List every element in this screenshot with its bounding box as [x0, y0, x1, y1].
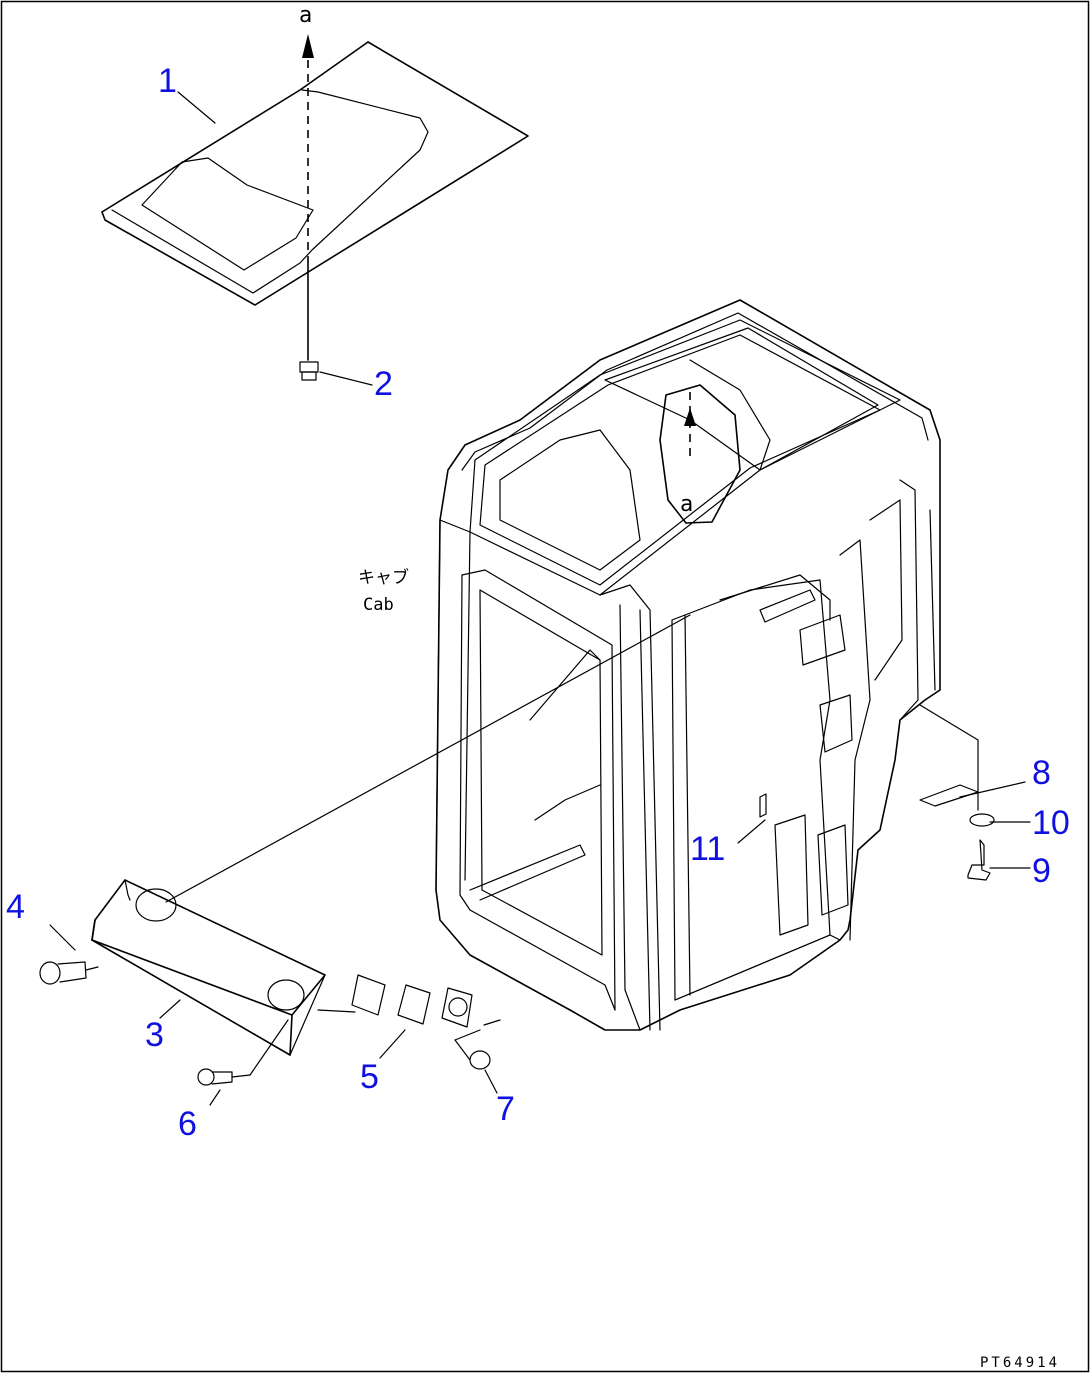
callout-3: 3: [145, 1016, 164, 1054]
cab-label-jp: キャブ: [358, 567, 409, 588]
screw-part-6: [197, 1068, 233, 1086]
cap-part-7: [469, 1050, 491, 1070]
screw-part-4: [39, 961, 99, 985]
ref-label-top: a: [299, 3, 312, 28]
speaker-panel-part: [91, 879, 326, 1056]
callout-6: 6: [178, 1105, 197, 1143]
callout-5: 5: [360, 1058, 379, 1096]
bracket-parts: [919, 784, 995, 881]
ref-label-cab: a: [680, 492, 693, 517]
callout-7: 7: [496, 1090, 515, 1128]
callout-1: 1: [158, 62, 177, 100]
clip-part: [299, 361, 319, 381]
callout-8: 8: [1032, 754, 1051, 792]
grille-parts: [351, 974, 501, 1028]
arrow-a-top: [302, 34, 314, 361]
callout-10: 10: [1032, 804, 1070, 842]
arrow-a-cab: [684, 392, 696, 460]
leader-lines: [49, 91, 1031, 1106]
callout-11: 11: [690, 830, 725, 868]
roof-glass-part: [101, 41, 529, 306]
callout-9: 9: [1032, 852, 1051, 890]
callout-2: 2: [374, 365, 393, 403]
drawing-code: PT64914: [980, 1355, 1060, 1371]
cab-label-en: Cab: [363, 595, 394, 615]
callout-4: 4: [6, 888, 25, 926]
cab-body: [435, 299, 941, 1031]
